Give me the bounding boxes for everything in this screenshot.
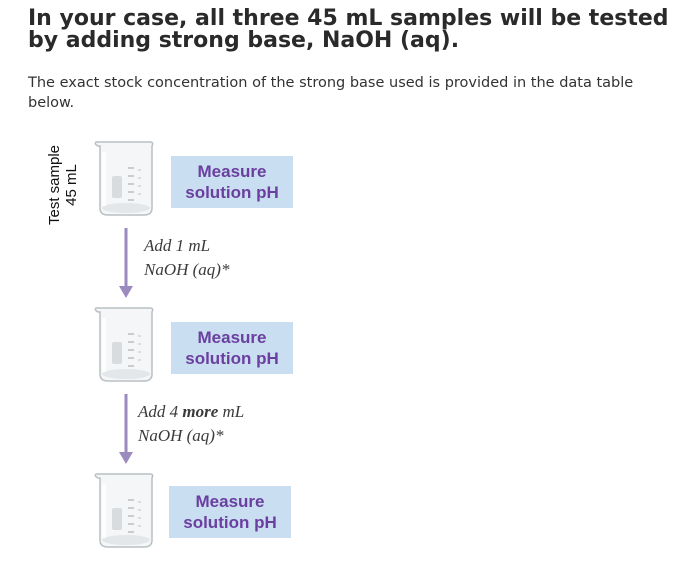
- beaker-icon: [94, 473, 154, 548]
- measure-box-1: Measure solution pH: [171, 156, 293, 208]
- page-heading: In your case, all three 45 mL samples wi…: [28, 6, 669, 53]
- down-arrow-icon: [119, 394, 133, 464]
- measure-box-1-line1: Measure: [197, 162, 267, 181]
- measure-box-1-line2: solution pH: [185, 183, 279, 202]
- down-arrow-icon: [119, 228, 133, 298]
- add-step-1-line1: Add 1 mL: [144, 236, 211, 255]
- add-step-2-line2: NaOH (aq)*: [138, 426, 224, 445]
- measure-box-2-line1: Measure: [197, 328, 267, 347]
- add-step-1: Add 1 mL NaOH (aq)*: [144, 234, 229, 282]
- test-sample-label: Test sample 45 mL: [42, 135, 84, 235]
- add-step-2-pre: Add 4: [138, 402, 183, 421]
- measure-box-3-line2: solution pH: [183, 513, 277, 532]
- add-step-2: Add 4 more mL NaOH (aq)*: [138, 400, 244, 448]
- beaker-icon: [94, 141, 154, 216]
- measure-box-2-line2: solution pH: [185, 349, 279, 368]
- beaker-icon: [94, 307, 154, 382]
- test-sample-label-line1: Test sample: [46, 144, 63, 226]
- measure-box-2: Measure solution pH: [171, 322, 293, 374]
- add-step-2-post: mL: [218, 402, 245, 421]
- add-step-2-bold: more: [182, 402, 219, 421]
- test-sample-label-line2: 45 mL: [63, 164, 80, 206]
- measure-box-3-line1: Measure: [195, 492, 265, 511]
- intro-text: The exact stock concentration of the str…: [28, 75, 634, 111]
- measure-box-3: Measure solution pH: [169, 486, 291, 538]
- add-step-1-line2: NaOH (aq)*: [144, 260, 230, 279]
